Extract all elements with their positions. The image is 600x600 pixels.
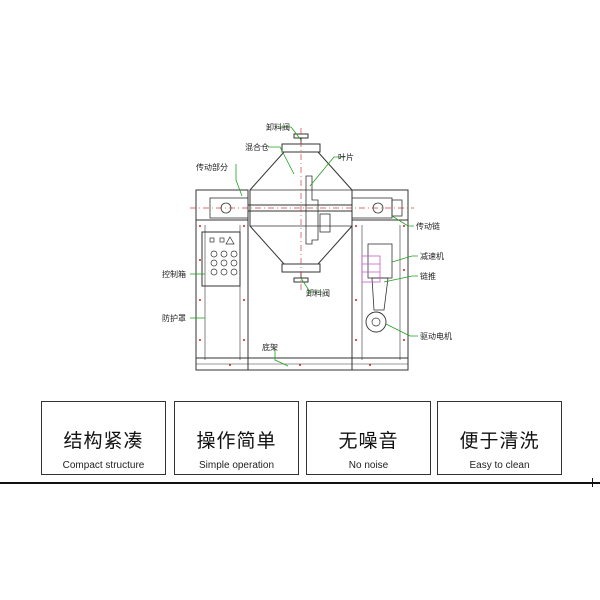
motor-arm bbox=[371, 277, 389, 311]
feature-card-simple: 操作简单 Simple operation bbox=[174, 401, 299, 475]
label-blade: 叶片 bbox=[338, 152, 354, 162]
blade bbox=[305, 175, 319, 245]
label-reducer: 减速机 bbox=[420, 251, 444, 261]
feature-subtitle: Compact structure bbox=[62, 460, 145, 471]
feature-subtitle: No noise bbox=[348, 460, 389, 471]
label-discharge-valve-bottom: 卸料阀 bbox=[306, 288, 330, 298]
feature-title: 无噪音 bbox=[338, 430, 399, 452]
feature-subtitle: Easy to clean bbox=[469, 460, 530, 471]
feature-subtitle: Simple operation bbox=[198, 460, 275, 471]
bottom-divider-tick bbox=[592, 478, 593, 487]
right-column bbox=[351, 219, 409, 371]
label-control-box: 控制箱 bbox=[162, 269, 186, 279]
label-mixing-chamber: 混合仓 bbox=[245, 142, 269, 152]
control-panel bbox=[201, 231, 241, 287]
label-drive-motor: 驱动电机 bbox=[420, 331, 452, 341]
bottom-divider bbox=[0, 482, 600, 484]
label-transmission: 传动部分 bbox=[196, 162, 228, 172]
right-guard-cover bbox=[351, 189, 409, 221]
drive-motor bbox=[365, 311, 387, 333]
label-base-frame: 底架 bbox=[262, 342, 278, 352]
feature-card-clean: 便于清洗 Easy to clean bbox=[437, 401, 562, 475]
feature-card-compact: 结构紧凑 Compact structure bbox=[41, 401, 166, 475]
mixer-technical-drawing: 卸料阀 混合仓 传动部分 叶片 传动链 减速机 链推 控制箱 防护罩 卸料阀 驱… bbox=[162, 122, 452, 371]
feature-title: 便于清洗 bbox=[459, 430, 540, 452]
feature-title: 操作简单 bbox=[196, 430, 277, 452]
label-discharge-valve-top: 卸料阀 bbox=[266, 122, 290, 132]
label-guard-cover: 防护罩 bbox=[162, 313, 186, 323]
label-coupling: 链推 bbox=[420, 271, 436, 281]
feature-title: 结构紧凑 bbox=[63, 430, 144, 452]
label-drive-chain: 传动链 bbox=[416, 221, 440, 231]
feature-card-noise: 无噪音 No noise bbox=[306, 401, 431, 475]
